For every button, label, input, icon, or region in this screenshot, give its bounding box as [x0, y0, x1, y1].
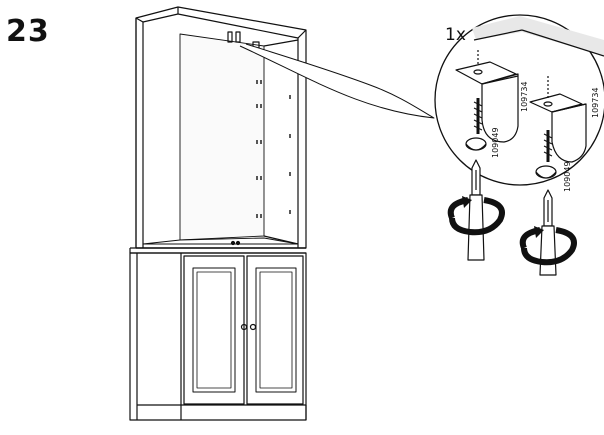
screw-icon: [465, 98, 487, 151]
screw-part-number: 109049: [563, 161, 572, 192]
bracket-part-number: 109734: [520, 81, 529, 112]
step-number: 23: [6, 14, 50, 49]
callout-leader: [239, 43, 435, 119]
quantity-label: 1x: [445, 25, 466, 45]
wall-bracket-icon: [529, 76, 587, 163]
screw-icon: [535, 130, 557, 179]
bracket-part-number: 109734: [591, 87, 600, 118]
screwdriver-icon: [467, 159, 485, 261]
rotation-arrow-icon: [447, 196, 505, 236]
wall-bracket-icon: [455, 50, 519, 143]
screw-part-number: 109049: [491, 127, 500, 158]
cabinet-illustration: [129, 6, 307, 421]
callout-detail: [434, 14, 604, 186]
rotation-arrow-icon: [519, 226, 577, 266]
